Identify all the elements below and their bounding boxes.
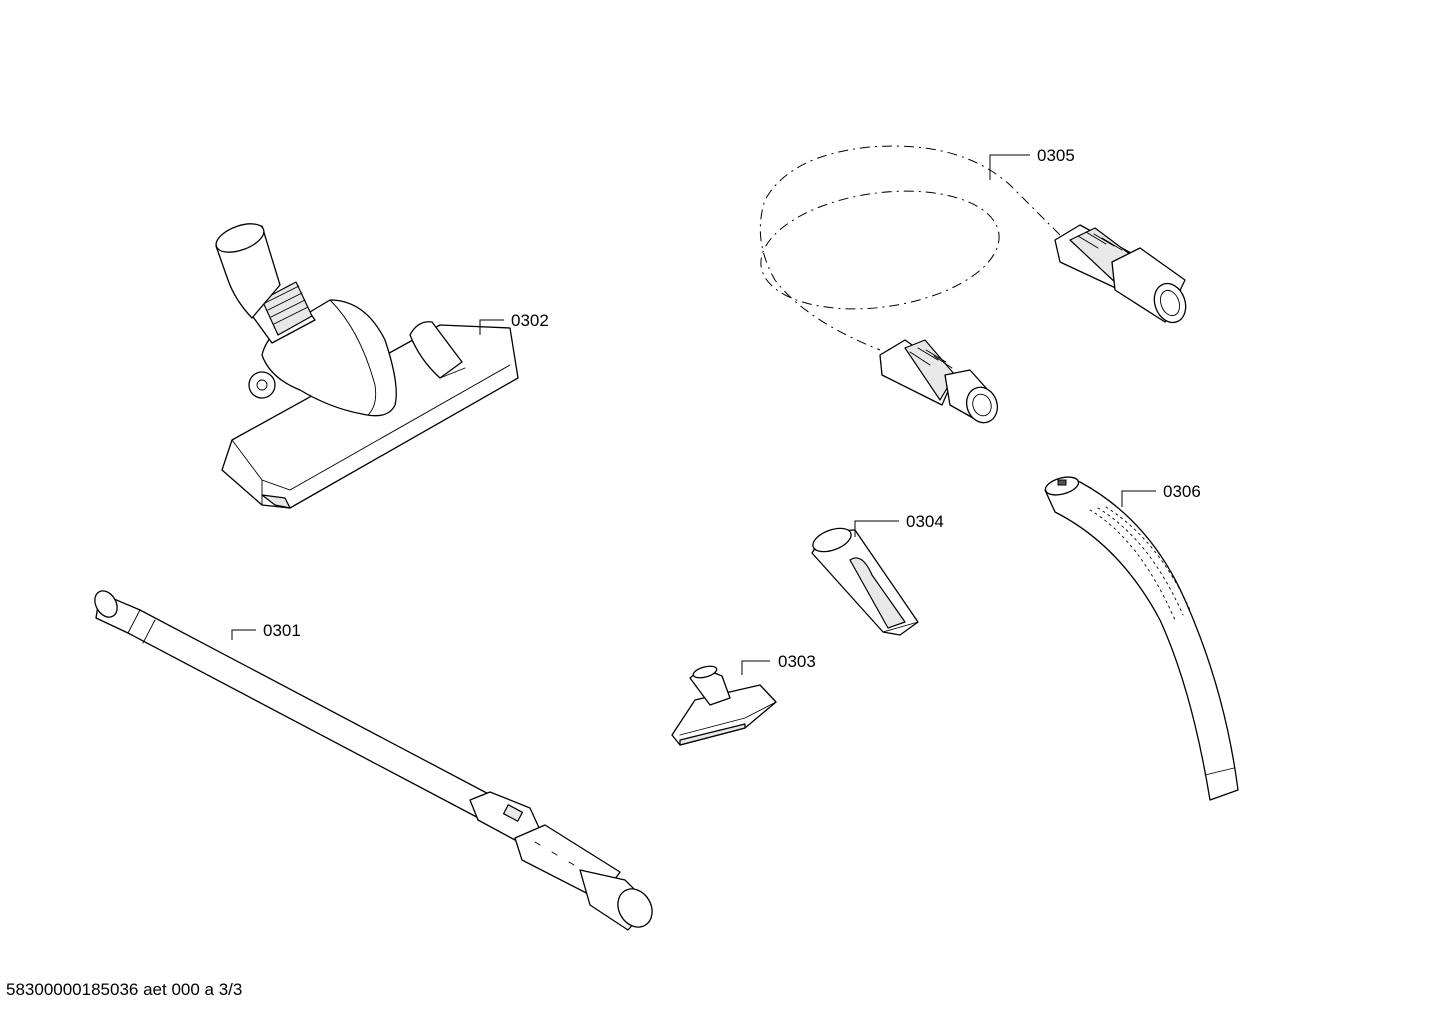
leader-0304 <box>854 520 899 537</box>
telescopic-tube-0301 <box>94 590 653 931</box>
leader-0301 <box>231 629 256 640</box>
handle-0306 <box>1044 476 1239 801</box>
label-0306: 0306 <box>1163 482 1201 501</box>
label-0303: 0303 <box>778 652 816 671</box>
crevice-tool-0304 <box>811 527 919 636</box>
label-0304: 0304 <box>906 512 944 531</box>
leader-0306 <box>1121 490 1156 507</box>
label-leaders <box>231 154 1156 675</box>
hose-0305 <box>759 145 1187 424</box>
label-0305: 0305 <box>1037 146 1075 165</box>
upholstery-nozzle-0303 <box>671 665 777 746</box>
leader-0305 <box>989 154 1030 180</box>
document-footer: 58300000185036 aet 000 a 3/3 <box>6 980 243 999</box>
leader-0303 <box>741 660 770 675</box>
label-0302: 0302 <box>511 311 549 330</box>
leader-0302 <box>479 319 504 335</box>
floor-nozzle-0302 <box>215 223 519 509</box>
label-0301: 0301 <box>263 621 301 640</box>
part-labels: 0301 0302 0303 0304 0305 0306 <box>263 146 1201 671</box>
